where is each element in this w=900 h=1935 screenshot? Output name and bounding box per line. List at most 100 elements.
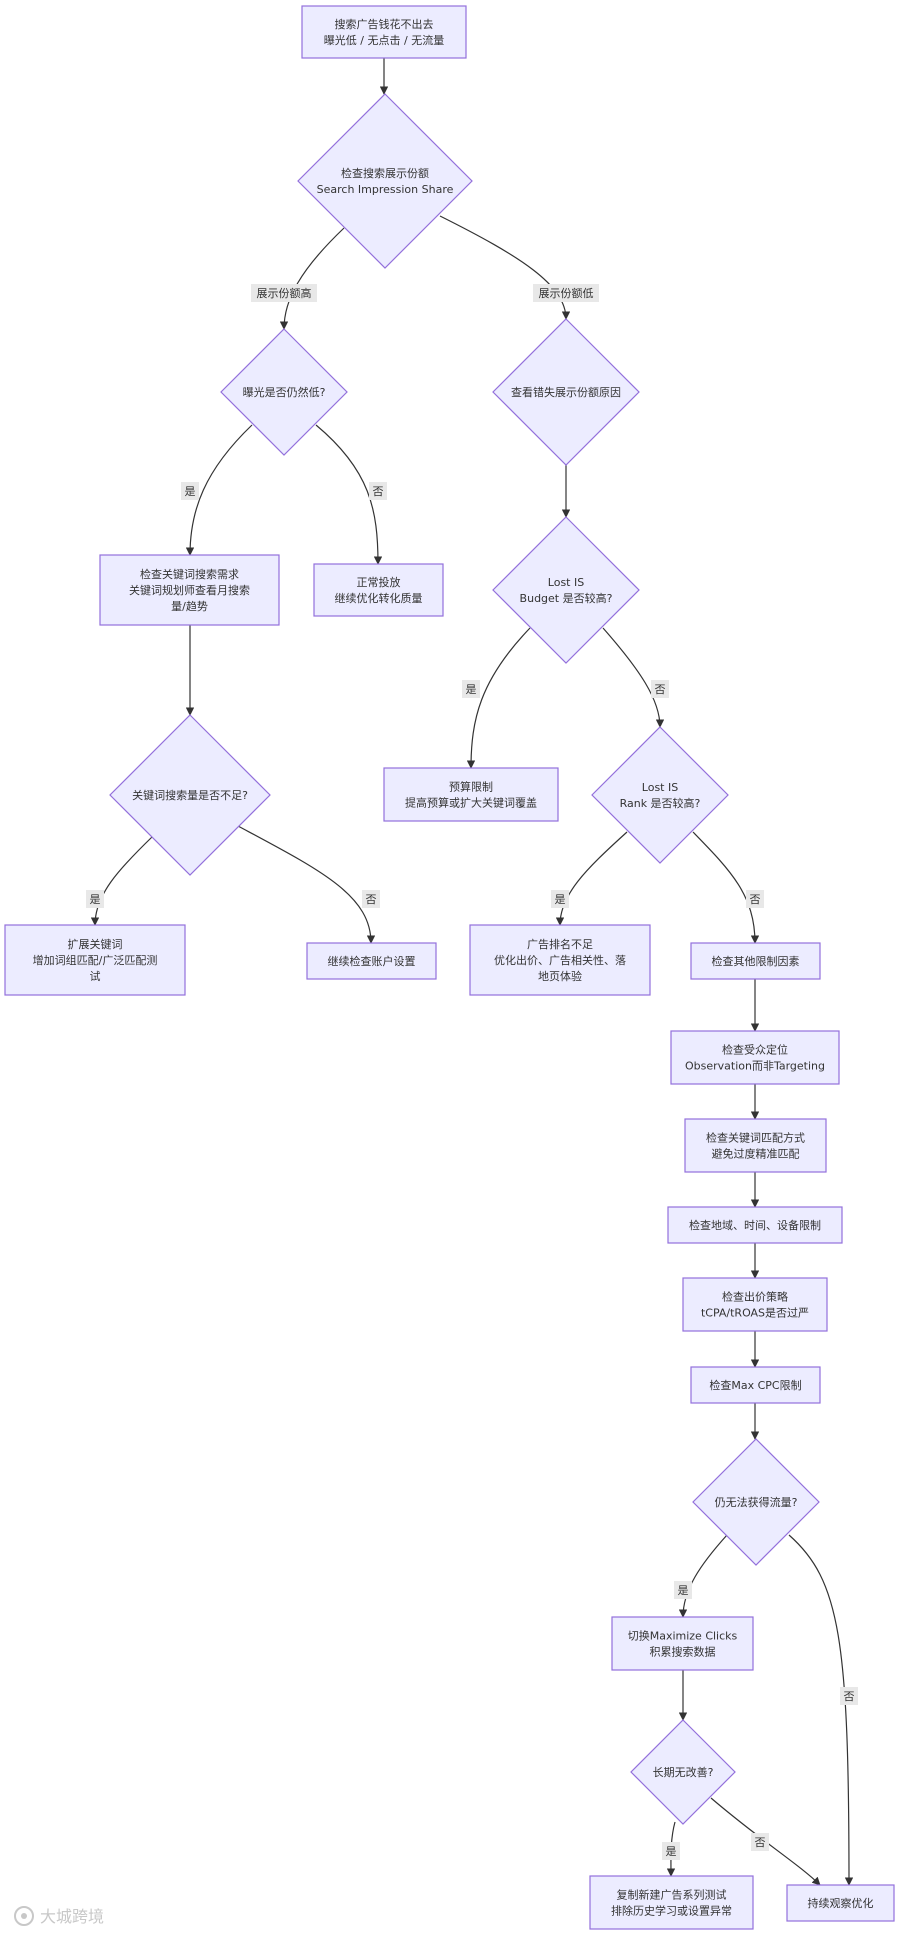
node-label-line: Lost IS — [548, 576, 584, 589]
edge-label-e20-21: 是 — [674, 1581, 692, 1599]
edge-label-e10-13: 是 — [551, 890, 569, 908]
process-box — [682, 1277, 828, 1332]
node-label-line: Rank 是否较高? — [620, 796, 701, 810]
node-label-line: 试 — [90, 970, 101, 983]
process-box — [667, 1206, 843, 1244]
decision-diamond — [220, 328, 348, 456]
node-label-line: 曝光低 / 无点击 / 无流量 — [324, 33, 444, 47]
decision-node-n7: Lost IS Budget 是否较高? — [492, 516, 640, 664]
edge-label-e3-6: 否 — [369, 482, 387, 500]
edge-label-background — [533, 284, 599, 302]
edge-label-text: 是 — [678, 1584, 689, 1597]
edge-label-text: 否 — [373, 485, 384, 498]
edge-label-background — [751, 1833, 769, 1851]
edge-arrow-e2-3 — [279, 227, 345, 330]
edge-label-background — [462, 680, 480, 698]
node-label-line: 提高预算或扩大关键词覆盖 — [405, 796, 537, 810]
process-box — [301, 5, 467, 59]
node-label-line: Search Impression Share — [317, 183, 454, 196]
edge-label-text: 否 — [366, 893, 377, 906]
process-box — [786, 1884, 895, 1922]
node-label-line: 广告排名不足 — [527, 937, 593, 951]
node-label-line: 检查出价策略 — [722, 1290, 788, 1304]
edge-label-text: 否 — [750, 893, 761, 906]
node-label-line: 检查Max CPC限制 — [709, 1378, 801, 1392]
edge-label-e7-9: 是 — [462, 680, 480, 698]
edge-label-background — [181, 482, 199, 500]
process-box — [589, 1875, 754, 1930]
node-label-line: 优化出价、广告相关性、落 — [494, 953, 626, 967]
edge-label-text: 是 — [666, 1845, 677, 1858]
node-label-line: 扩展关键词 — [68, 937, 123, 951]
node-label-line: 检查地域、时间、设备限制 — [689, 1218, 821, 1232]
node-label-line: 长期无改善? — [653, 1765, 714, 1779]
decision-node-n4: 查看错失展示份额原因 — [492, 318, 640, 466]
edge-label-background — [86, 890, 104, 908]
edge-arrow-e3-6 — [315, 424, 383, 565]
edge-label-text: 是 — [555, 893, 566, 906]
process-node-n19: 检查Max CPC限制 — [690, 1366, 821, 1404]
process-box — [383, 767, 559, 822]
edge-label-background — [674, 1581, 692, 1599]
edge-arrow-e2-4 — [439, 215, 571, 320]
process-box — [690, 1366, 821, 1404]
node-label-line: Budget 是否较高? — [520, 591, 613, 605]
node-label-line: 搜索广告钱花不出去 — [335, 17, 434, 31]
edge-arrow-e10-13 — [555, 831, 628, 926]
edge-arrow-e3-5 — [185, 424, 253, 556]
edge-arrow-e20-21 — [678, 1534, 728, 1618]
node-label-line: 关键词搜索量是否不足? — [132, 788, 248, 802]
process-box — [306, 942, 437, 980]
edge-label-text: 否 — [844, 1690, 855, 1703]
process-node-n24: 持续观察优化 — [786, 1884, 895, 1922]
edge-label-background — [651, 680, 669, 698]
node-label-line: 量/趋势 — [171, 600, 208, 613]
process-box — [4, 924, 186, 996]
node-label-line: 排除历史学习或设置异常 — [611, 1904, 732, 1918]
node-label-line: 继续检查账户设置 — [328, 954, 416, 968]
decision-node-n22: 长期无改善? — [630, 1719, 736, 1825]
node-label-line: Lost IS — [642, 781, 678, 794]
watermark: 大城跨境 — [14, 1906, 104, 1926]
node-label-line: 积累搜索数据 — [650, 1645, 716, 1659]
edge-label-text: 展示份额低 — [539, 287, 594, 300]
process-node-n14: 检查其他限制因素 — [690, 942, 821, 980]
decision-diamond — [492, 318, 640, 466]
edge-label-text: 展示份额高 — [257, 286, 312, 300]
process-box — [469, 924, 651, 996]
edge-label-e20-24: 否 — [840, 1687, 858, 1705]
watermark-logo-icon — [14, 1906, 34, 1926]
watermark-text: 大城跨境 — [40, 1907, 104, 1926]
node-label-line: 避免过度精准匹配 — [712, 1147, 800, 1161]
process-node-n17: 检查地域、时间、设备限制 — [667, 1206, 843, 1244]
node-label-line: 正常投放 — [357, 575, 401, 589]
edge-arrow-e8-11 — [90, 836, 153, 926]
node-label-line: 关键词规划师查看月搜索 — [129, 583, 250, 597]
edge-arrow-e8-12 — [237, 825, 376, 944]
node-label-line: 增加词组匹配/广泛匹配测 — [33, 953, 158, 967]
edge-label-e22-23: 是 — [662, 1842, 680, 1860]
edge-arrow-e20-24 — [788, 1534, 854, 1886]
decision-diamond — [630, 1719, 736, 1825]
decision-node-n10: Lost IS Rank 是否较高? — [591, 726, 729, 864]
node-label-line: 地页体验 — [538, 969, 582, 983]
edge-label-background — [551, 890, 569, 908]
edge-arrow-e10-14 — [692, 831, 760, 944]
edge-label-background — [746, 890, 764, 908]
edge-label-text: 否 — [755, 1836, 766, 1849]
edge-label-e22-24: 否 — [751, 1833, 769, 1851]
edge-arrow-e7-10 — [602, 627, 665, 728]
edge-label-e7-10: 否 — [651, 680, 669, 698]
edge-label-background — [840, 1687, 858, 1705]
node-label-line: 仍无法获得流量? — [715, 1495, 798, 1509]
edge-label-background — [369, 482, 387, 500]
decision-diamond — [109, 714, 271, 876]
